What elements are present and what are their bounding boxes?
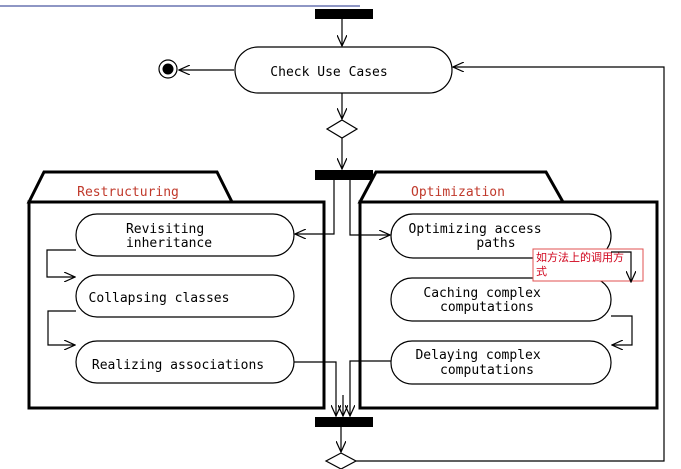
activity-delaying-complex-computations-label: Delaying complex computations	[415, 348, 548, 378]
fork-bar	[315, 170, 373, 180]
activity-revisiting-inheritance-label: Revisiting inheritance	[126, 222, 212, 251]
flow-realizing-to-join	[294, 361, 336, 416]
final-node	[158, 59, 178, 79]
decision-diamond-top	[325, 119, 359, 139]
flow-fork-to-optimizing	[349, 180, 390, 235]
restructuring-package	[27, 200, 326, 410]
restructuring-package-label: Restructuring	[77, 185, 179, 200]
join-bar	[315, 417, 373, 427]
optimization-package	[358, 200, 659, 410]
activity-check-use-cases-label: Check Use Cases	[270, 65, 387, 80]
activity-caching-complex-computations-label: Caching complex computations	[423, 286, 548, 315]
activity-collapsing-classes	[75, 274, 295, 318]
flow-fork-to-revisiting	[295, 180, 335, 234]
top-sync-bar	[315, 9, 373, 19]
flow-collapsing-to-realizing	[47, 310, 76, 345]
control-flows	[46, 19, 665, 462]
decision-diamond-bottom	[324, 452, 358, 469]
optimization-package-label: Optimization	[411, 185, 505, 200]
flow-revisiting-to-collapsing	[46, 249, 76, 277]
activity-optimizing-access-paths-label: Optimizing access paths	[409, 222, 550, 251]
flow-optimizing-to-caching	[611, 251, 631, 282]
activity-realizing-associations-label: Realizing associations	[92, 358, 264, 373]
activity-collapsing-classes-label: Collapsing classes	[89, 291, 230, 306]
activity-optimizing-access-paths	[390, 213, 612, 259]
flow-caching-to-delaying	[611, 315, 633, 345]
flow-delaying-to-join	[350, 360, 391, 416]
annotation-note-text: 如方法上的调用方 式	[536, 250, 628, 278]
activity-caching-complex-computations	[390, 277, 612, 322]
activity-delaying-complex-computations	[390, 340, 612, 385]
flow-loop-back	[356, 67, 665, 462]
annotation-note	[532, 248, 644, 282]
